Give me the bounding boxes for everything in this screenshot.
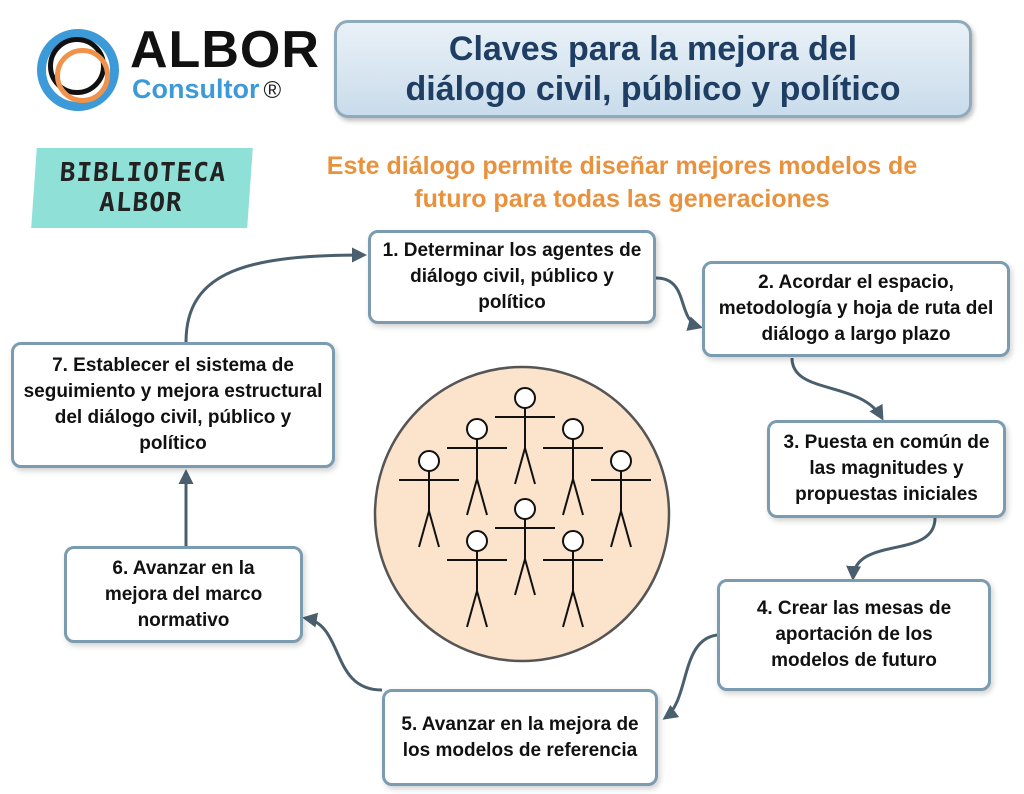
step-1-text: 1. Determinar los agentes de diálogo civ… [382,240,642,313]
arrow-5-to-6 [302,612,383,692]
step-6-text: 6. Avanzar en la mejora del marco normat… [104,557,263,631]
person-icon [543,418,603,516]
logo-tagline: Consultor® [132,76,281,103]
arrow-1-to-2 [655,276,703,331]
arrow-2-to-3 [790,357,884,421]
title-line-2: diálogo civil, público y político [405,70,901,108]
person-icon [399,450,459,548]
person-icon [495,387,555,485]
stick-figures [399,387,651,628]
subtitle-line-2: futuro para todas las generaciones [414,185,830,213]
step-6: 6. Avanzar en la mejora del marco normat… [64,546,303,643]
logo-ring-icon [37,29,119,111]
person-icon [543,530,603,628]
subtitle: Este diálogo permite diseñar mejores mod… [270,150,974,216]
step-1: 1. Determinar los agentes de diálogo civ… [368,230,656,324]
step-3: 3. Puesta en común de las magnitudes y p… [767,420,1006,518]
logo-tagline-text: Consultor [132,74,260,104]
step-2: 2. Acordar el espacio, metodología y hoj… [702,261,1010,357]
logo-ring-orange-icon [55,48,110,103]
step-4-text: 4. Crear las mesas de aportación de los … [756,598,952,671]
arrow-4-to-5 [662,633,718,720]
person-icon [591,450,651,548]
title-line-1: Claves para la mejora del [448,30,858,68]
step-4: 4. Crear las mesas de aportación de los … [717,579,991,691]
subtitle-line-1: Este diálogo permite diseñar mejores mod… [326,152,918,180]
step-5: 5. Avanzar en la mejora de los modelos d… [382,689,658,786]
arrow-7-to-1 [184,247,367,343]
step-2-text: 2. Acordar el espacio, metodología y hoj… [718,272,994,345]
albor-logo: ALBOR Consultor® [0,0,319,120]
step-7-text: 7. Establecer el sistema de seguimiento … [23,355,323,454]
step-3-text: 3. Puesta en común de las magnitudes y p… [783,432,990,505]
logo-brand: ALBOR [130,21,320,79]
registered-mark: ® [263,77,282,104]
person-icon [447,530,507,628]
person-icon [447,418,507,516]
person-icon [495,498,555,596]
step-7: 7. Establecer el sistema de seguimiento … [11,342,335,468]
arrow-3-to-4 [846,517,937,581]
step-5-text: 5. Avanzar en la mejora de los modelos d… [401,713,639,761]
